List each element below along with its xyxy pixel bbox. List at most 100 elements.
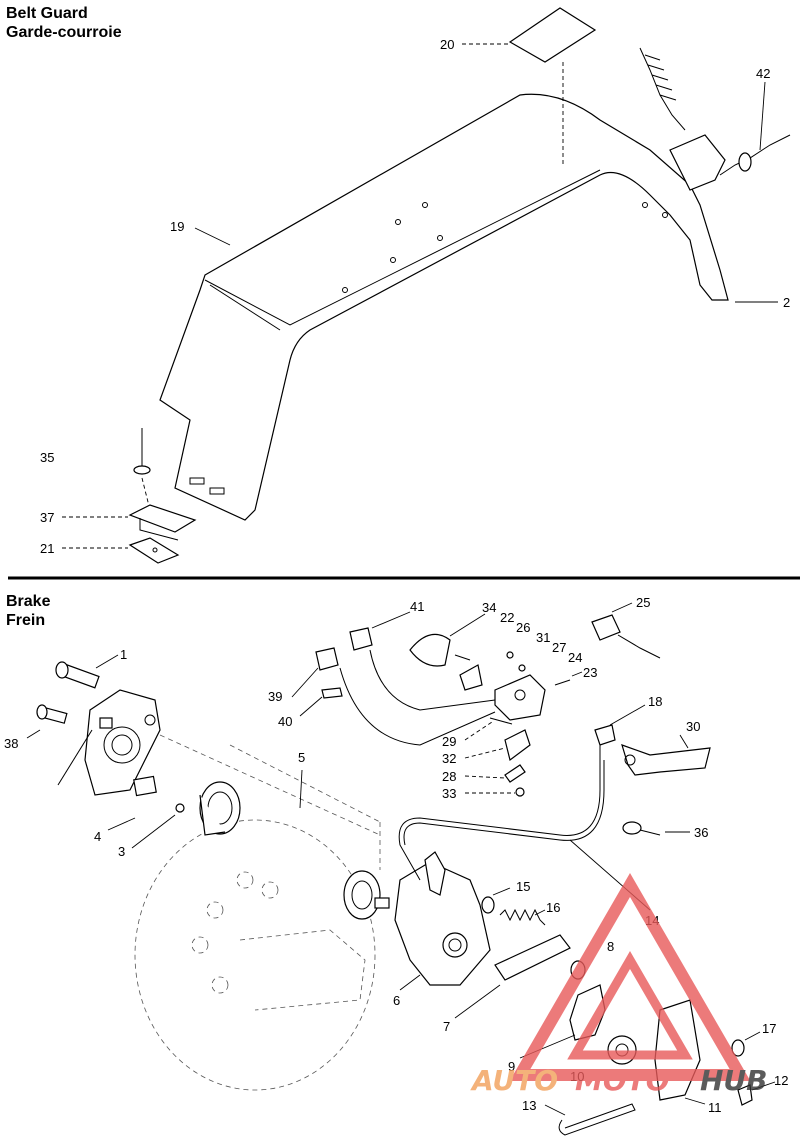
callout-4: 4	[94, 829, 101, 844]
bolt-part-1	[55, 661, 100, 689]
callout-38: 38	[4, 736, 18, 751]
callout-26: 26	[516, 620, 530, 635]
bolt-part-35	[133, 428, 151, 511]
pad-part-5-right	[343, 870, 390, 920]
callout-31: 31	[536, 630, 550, 645]
clip-part-37	[128, 504, 197, 541]
washer-part-15	[481, 896, 495, 914]
axis-line-1	[159, 734, 381, 836]
callout-19: 19	[170, 219, 184, 234]
leader-39	[291, 667, 319, 698]
leader-40	[299, 696, 323, 717]
callout-5: 5	[298, 750, 305, 765]
connector-part-25	[591, 614, 661, 659]
callout-12: 12	[774, 1073, 788, 1088]
callout-11: 11	[708, 1100, 722, 1115]
axis-line-2	[229, 744, 381, 823]
watermark-triangle-outer	[509, 873, 751, 1081]
leader-32	[464, 747, 506, 759]
washer-part-17	[731, 1039, 745, 1057]
callout-13: 13	[522, 1098, 536, 1113]
switch-housing-part-24	[494, 674, 546, 721]
terminal-part-40	[321, 687, 343, 699]
leader-1	[95, 654, 119, 669]
decal-part-20	[508, 7, 597, 165]
callout-23: 23	[583, 665, 597, 680]
watermark-triangle-inner	[567, 951, 693, 1060]
leader-13	[544, 1104, 566, 1116]
callout-18: 18	[648, 694, 662, 709]
belt-guard-title-en: Belt Guard	[6, 5, 88, 22]
callout-40: 40	[278, 714, 292, 729]
caliper-housing-part-38	[57, 689, 161, 796]
callout-39: 39	[268, 689, 282, 704]
watermark-text-auto: AUTO	[470, 1064, 558, 1097]
cover-part-34	[409, 633, 451, 667]
callout-21: 21	[40, 541, 54, 556]
callout-28: 28	[442, 769, 456, 784]
callout-7: 7	[443, 1019, 450, 1034]
brake-title-fr: Frein	[6, 612, 46, 629]
caliper-part-6	[394, 851, 491, 986]
screw-part-22	[454, 654, 471, 661]
cam-part-10	[607, 1035, 637, 1065]
callout-17: 17	[762, 1021, 776, 1036]
brake-disc-ghost	[134, 819, 376, 1091]
callout-22: 22	[500, 610, 514, 625]
leader-16	[534, 909, 546, 916]
callout-1: 1	[120, 647, 127, 662]
lever-part-32	[504, 729, 531, 762]
callout-29: 29	[442, 734, 456, 749]
belt-guard-title-fr: Garde-courroie	[6, 24, 122, 41]
bracket-part-26	[459, 664, 483, 691]
callout-9: 9	[508, 1059, 515, 1074]
callout-2: 2	[783, 295, 790, 310]
cotter-pin-part-13	[558, 1103, 636, 1136]
callout-8: 8	[607, 939, 614, 954]
pin-part-23	[554, 679, 571, 686]
leader-5	[299, 769, 303, 809]
callout-27: 27	[552, 640, 566, 655]
leader-38	[26, 729, 41, 739]
leader-7	[454, 984, 501, 1019]
callout-42: 42	[756, 66, 770, 81]
pin-part-29	[489, 717, 513, 725]
leader-15	[492, 887, 511, 896]
nut-part-31	[506, 651, 514, 659]
callout-20: 20	[440, 37, 454, 52]
leader-19	[194, 227, 231, 246]
lever-part-28	[504, 764, 526, 783]
leader-29	[464, 721, 493, 741]
watermark-logo: AUTO MOTO HUB	[470, 873, 768, 1097]
callout-36: 36	[694, 825, 708, 840]
callout-16: 16	[546, 900, 560, 915]
leader-18	[609, 704, 646, 726]
handle-part-30	[621, 744, 711, 776]
pin-part-3	[175, 803, 185, 813]
callout-15: 15	[516, 879, 530, 894]
pad-part-5-left	[199, 781, 241, 836]
leader-30	[679, 734, 689, 749]
leader-3	[131, 814, 176, 849]
spring-part-16	[499, 908, 546, 926]
clip-part-36	[622, 821, 661, 836]
callout-33: 33	[442, 786, 456, 801]
connector-part-39	[315, 647, 339, 671]
leader-4	[107, 817, 136, 831]
shim-part-4	[133, 775, 157, 797]
callout-30: 30	[686, 719, 700, 734]
leader-25	[611, 602, 633, 613]
leader-28	[464, 775, 506, 779]
bolt-part-38	[36, 704, 68, 724]
callout-6: 6	[393, 993, 400, 1008]
connector-part-41	[349, 627, 373, 651]
belt-guard-part-19	[159, 93, 729, 521]
callout-25: 25	[636, 595, 650, 610]
callout-24: 24	[568, 650, 582, 665]
callout-37: 37	[40, 510, 54, 525]
lever-part-18	[594, 724, 616, 760]
callout-41: 41	[410, 599, 424, 614]
leader-11	[684, 1097, 706, 1105]
callout-34: 34	[482, 600, 496, 615]
